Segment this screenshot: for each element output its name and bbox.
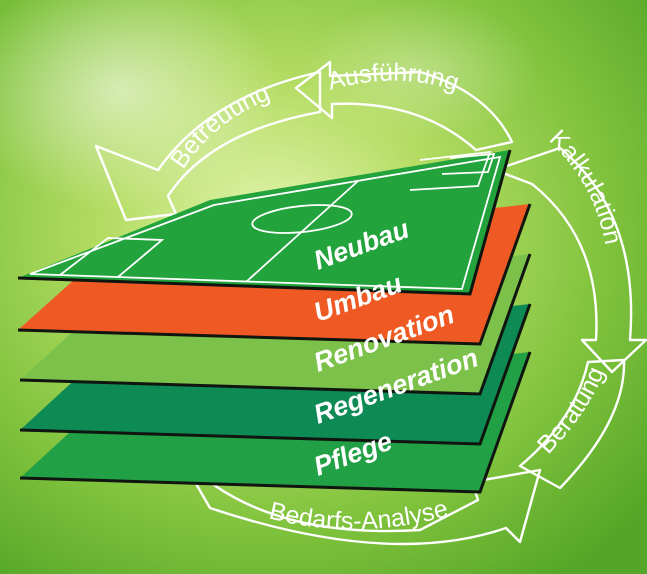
arrow-bedarfs-analyse bbox=[178, 454, 542, 546]
layer-edge bbox=[19, 303, 532, 446]
layer-edge bbox=[19, 253, 532, 396]
cycle-arrows bbox=[94, 60, 647, 546]
layer-edge bbox=[19, 351, 532, 494]
background-glow bbox=[0, 0, 280, 210]
layer-stack bbox=[17, 149, 532, 494]
layer-edge bbox=[17, 203, 532, 346]
football-pitch-markings bbox=[29, 150, 502, 290]
layer-edge bbox=[17, 149, 512, 296]
arrow-betreuung bbox=[94, 70, 322, 222]
layer-neubau bbox=[17, 149, 512, 296]
arrow-kalkulation bbox=[493, 146, 647, 374]
arrow-ausfuehrung bbox=[294, 60, 514, 152]
arrow-beratung bbox=[518, 358, 626, 490]
